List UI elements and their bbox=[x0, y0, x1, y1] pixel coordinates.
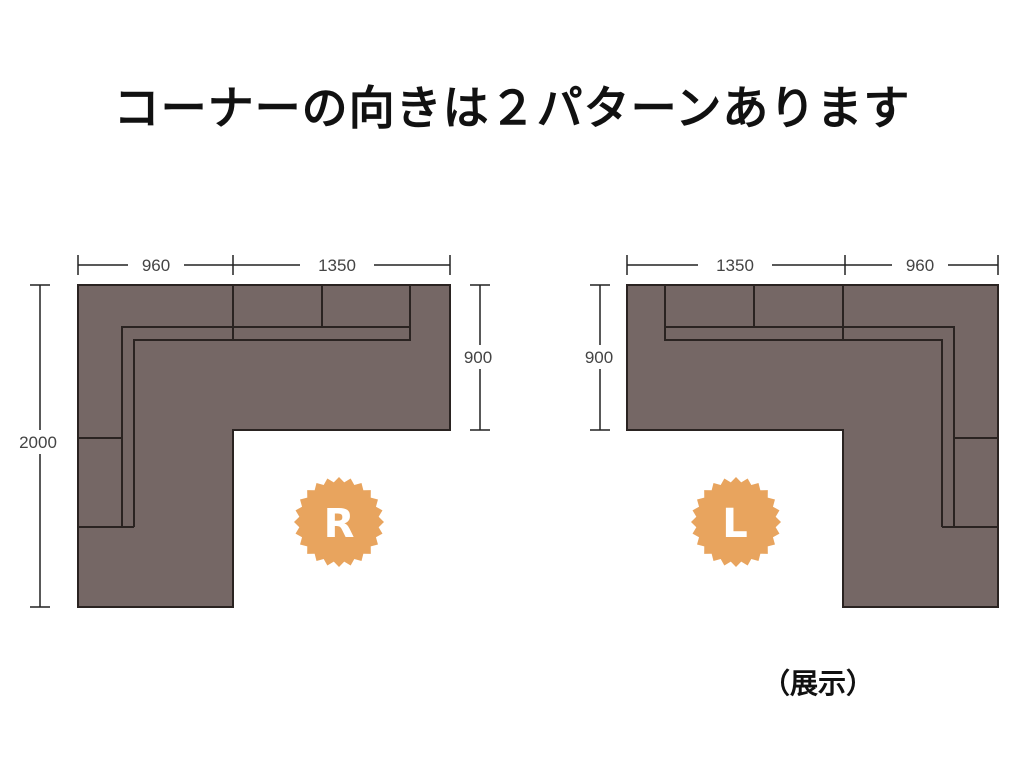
l-back-cushion-inner bbox=[753, 285, 998, 528]
l-sofa-body bbox=[626, 284, 999, 608]
l-depth-dimension: 900 bbox=[576, 284, 624, 431]
r-badge: R bbox=[294, 477, 384, 567]
l-badge: L bbox=[691, 477, 781, 567]
r-top-dimension: 960 1350 bbox=[77, 254, 451, 276]
l-dim-left-width: 1350 bbox=[716, 256, 754, 275]
r-dim-right-width: 1350 bbox=[318, 256, 356, 275]
r-layout: 960 1350 900 2000 R bbox=[10, 254, 504, 608]
r-dim-left-width: 960 bbox=[142, 256, 170, 275]
r-dim-depth: 900 bbox=[464, 348, 492, 367]
l-back-cushion-line bbox=[664, 285, 955, 527]
l-badge-label: L bbox=[722, 501, 748, 547]
r-badge-label: R bbox=[324, 501, 355, 547]
l-dim-depth: 900 bbox=[585, 348, 613, 367]
r-badge-seal bbox=[294, 477, 384, 567]
l-badge-seal bbox=[691, 477, 781, 567]
r-depth-dimension: 900 bbox=[456, 284, 504, 431]
r-back-cushion-inner bbox=[78, 285, 323, 528]
r-dim-length: 2000 bbox=[19, 433, 57, 452]
page-title: コーナーの向きは２パターンあります bbox=[113, 81, 911, 135]
l-dim-right-width: 960 bbox=[906, 256, 934, 275]
l-layout: 1350 960 900 L bbox=[576, 254, 999, 608]
display-note: （展示） bbox=[762, 667, 875, 700]
r-sofa-body bbox=[77, 284, 451, 608]
r-length-dimension: 2000 bbox=[10, 284, 66, 608]
r-back-cushion-line bbox=[121, 285, 411, 527]
l-top-dimension: 1350 960 bbox=[626, 254, 999, 276]
